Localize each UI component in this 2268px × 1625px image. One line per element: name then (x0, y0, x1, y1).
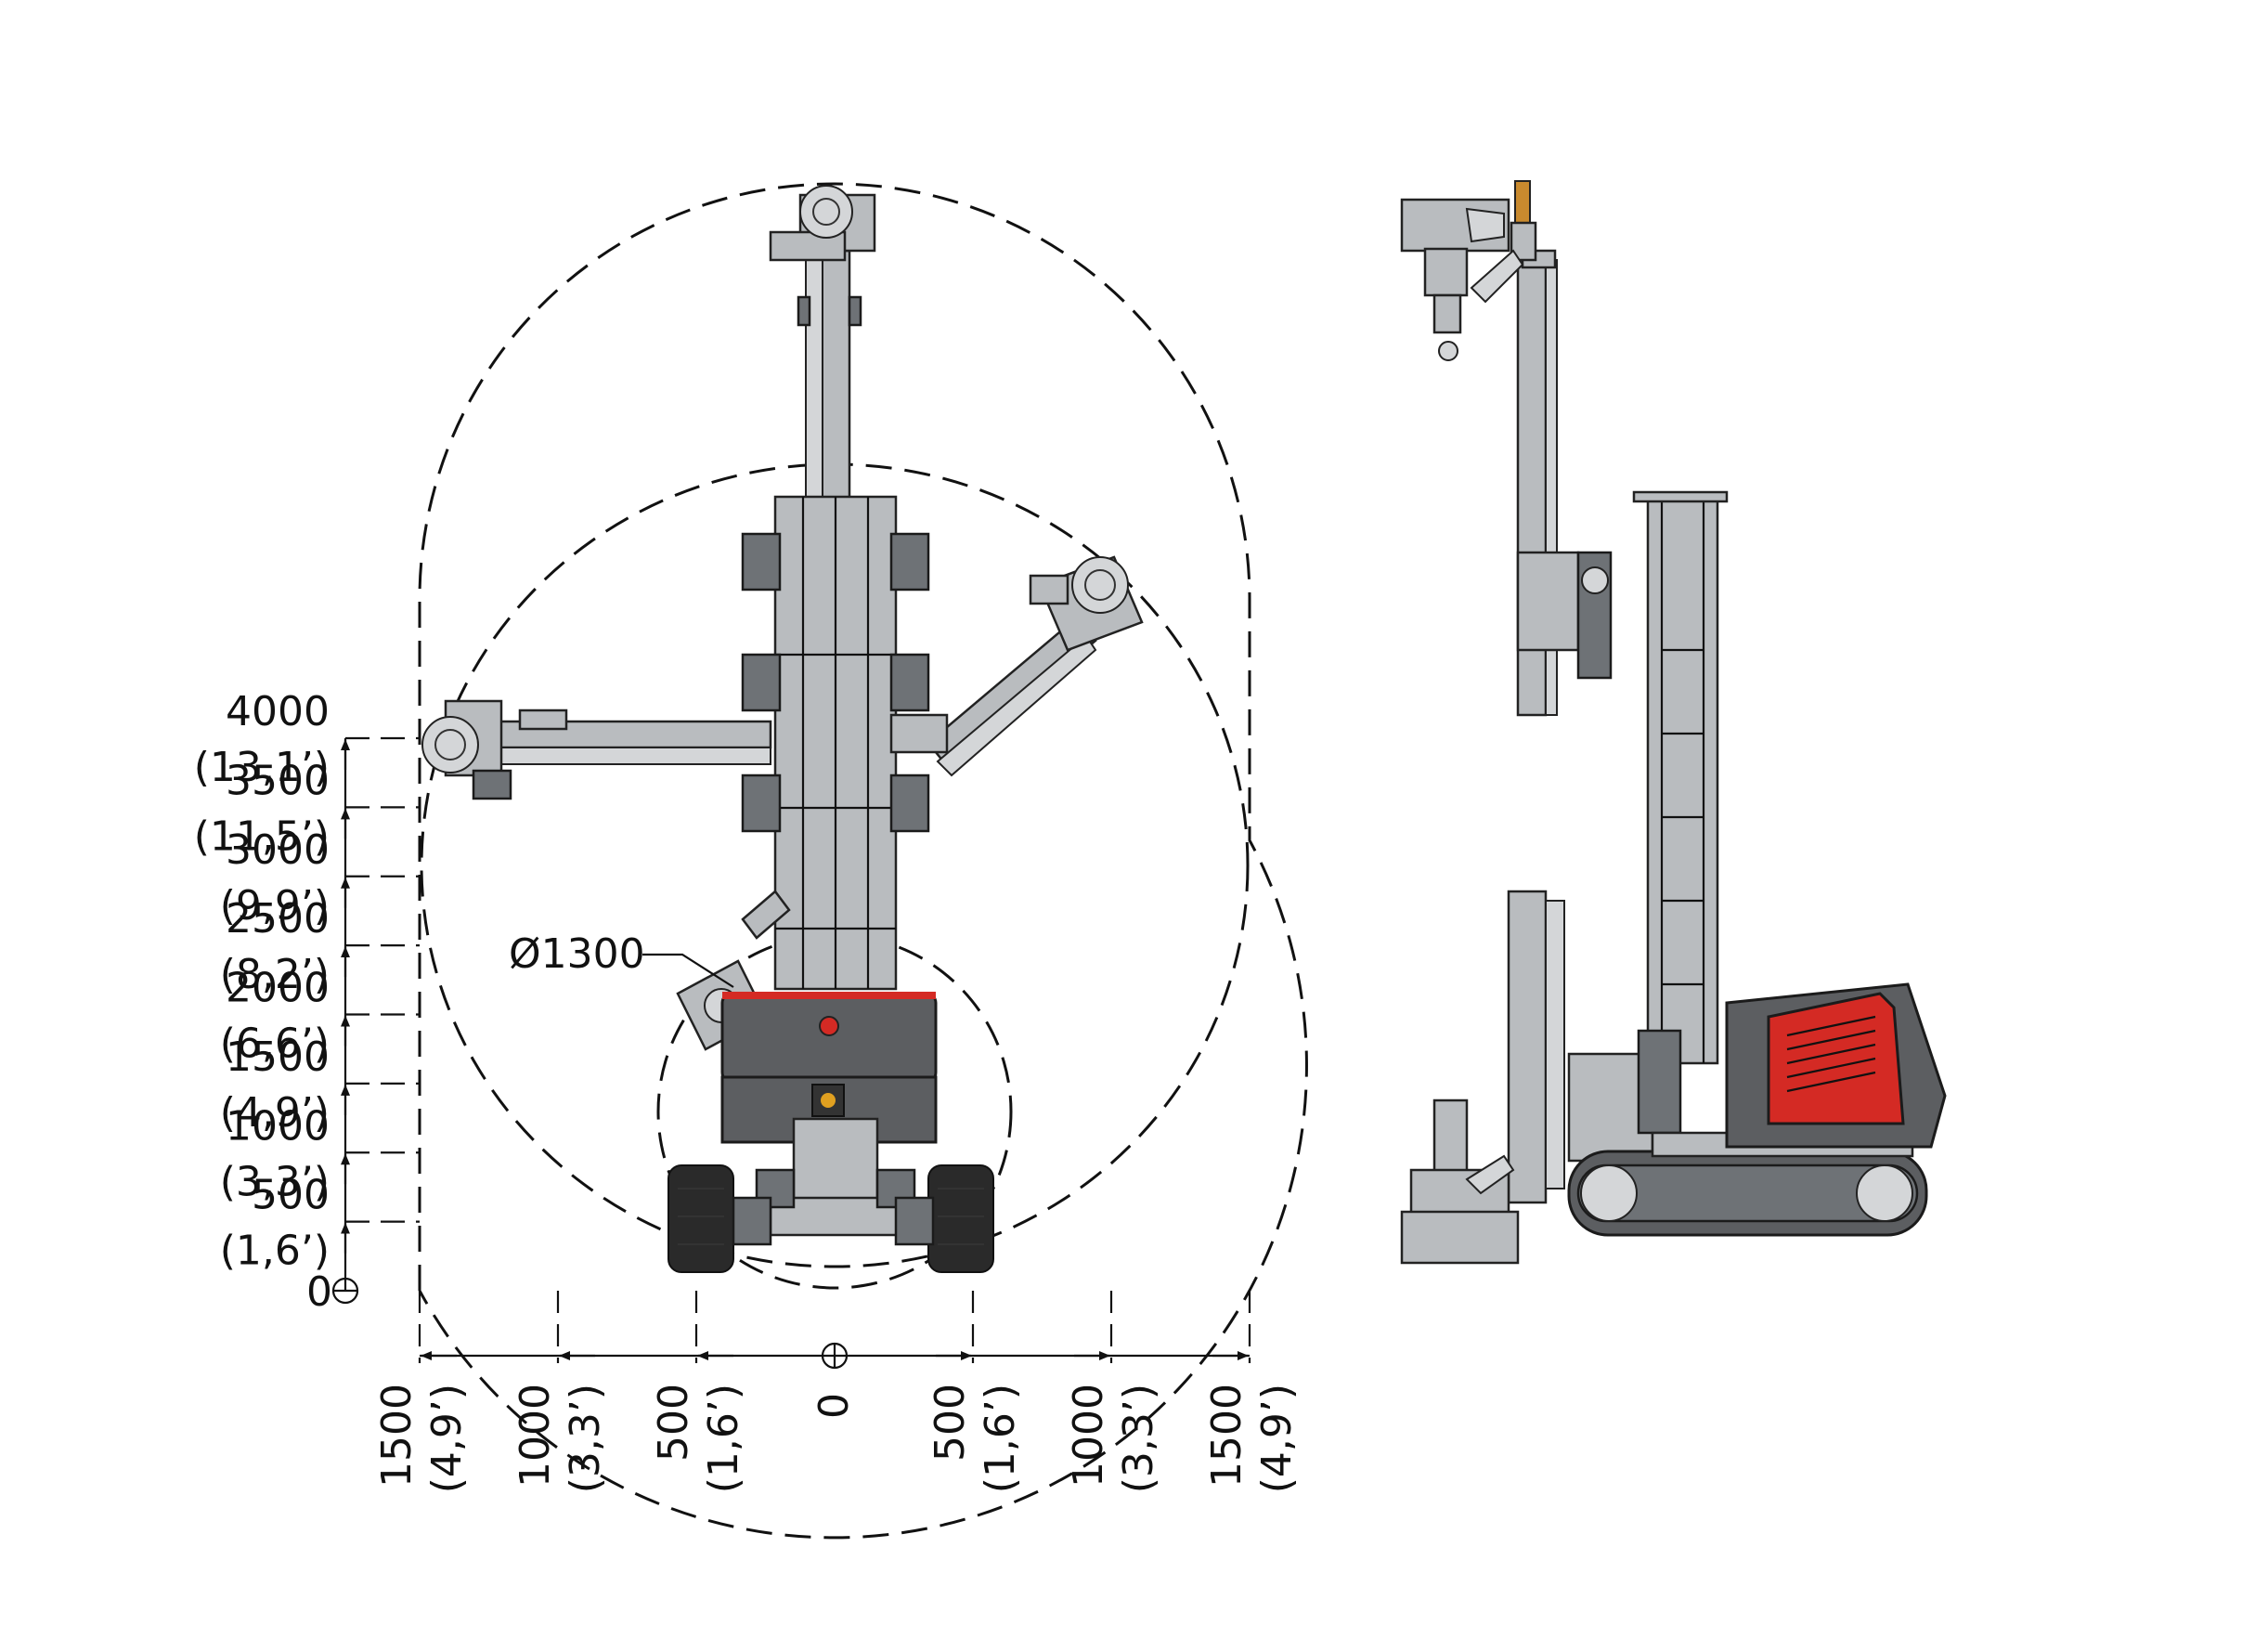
horizontal-label-neg-500: 500 (650, 1384, 697, 1462)
vertical-origin-label: 0 (306, 1268, 332, 1316)
vertical-imperial-2000: (6,6’) (220, 1020, 330, 1068)
diameter-leader (642, 953, 734, 988)
vertical-imperial-2500: (8,2’) (220, 951, 330, 998)
horizontal-label-pos-1000: 1000 (1065, 1384, 1112, 1488)
left-arm (421, 699, 772, 800)
vertical-label-2500: 2500 (226, 895, 330, 942)
horizontal-imperial-pos-1500: (4,9’) (1253, 1384, 1301, 1493)
vertical-imperial-4000: (13,1’) (194, 744, 330, 791)
wheels (667, 1164, 994, 1273)
vertical-imperial-1000: (3,3’) (220, 1158, 330, 1205)
front-view-machine (421, 185, 1144, 1273)
horizontal-imperial-neg-1500: (4,9’) (423, 1384, 471, 1493)
vertical-label-1000: 1000 (226, 1102, 330, 1150)
horizontal-imperial-pos-500: (1,6’) (977, 1384, 1024, 1493)
vertical-dimension-axis: 0 4000 (13,1’)3500 (11,5’)3000 (9,9’)2500 (8,… (194, 688, 420, 1316)
right-arm (927, 555, 1144, 777)
top-boom (769, 185, 876, 503)
side-view-machine (1400, 180, 1947, 1265)
vertical-imperial-3000: (9,9’) (220, 882, 330, 930)
vertical-label-2000: 2000 (226, 965, 330, 1012)
vertical-label-1500: 1500 (226, 1034, 330, 1081)
outer-reach-envelope (418, 182, 1308, 1540)
horizontal-label-neg-1000: 1000 (512, 1384, 559, 1488)
vertical-imperial-500: (1,6’) (220, 1228, 330, 1275)
horizontal-label-pos-500: 500 (927, 1384, 974, 1462)
vertical-label-3500: 3500 (226, 757, 330, 804)
diameter-label: Ø1300 (509, 930, 645, 978)
vertical-label-4000: 4000 (226, 688, 330, 735)
horizontal-label-neg-1500: 1500 (373, 1384, 421, 1488)
vertical-label-500: 500 (252, 1172, 330, 1219)
horizontal-imperial-pos-1000: (3,3’) (1115, 1384, 1162, 1493)
horizontal-imperial-neg-500: (1,6’) (700, 1384, 747, 1493)
horizontal-imperial-neg-1000: (3,3’) (562, 1384, 609, 1493)
mast (741, 495, 949, 991)
horizontal-origin-label: 0 (810, 1393, 858, 1419)
vertical-imperial-3500: (11,5’) (194, 812, 330, 860)
horizontal-label-pos-1500: 1500 (1203, 1384, 1251, 1488)
vertical-label-3000: 3000 (226, 826, 330, 874)
horizontal-dimension-axis: 01500(4,9’)1000(3,3’)500(1,6’)500(1,6’)1… (373, 1291, 1301, 1493)
vertical-imperial-1500: (4,9’) (220, 1089, 330, 1137)
